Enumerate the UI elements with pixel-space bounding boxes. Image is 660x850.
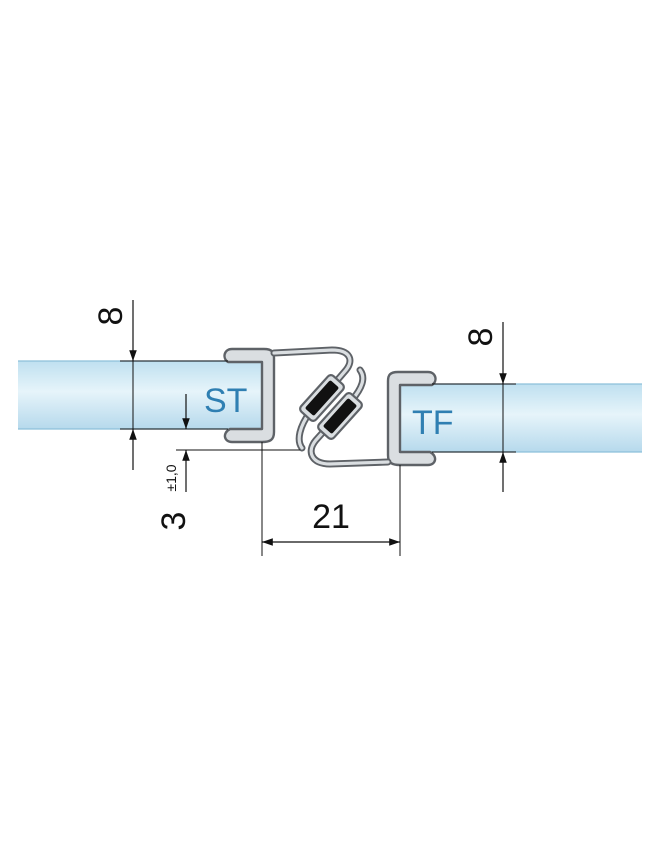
label-tf: TF (412, 404, 454, 442)
left-seal-profile (223, 346, 354, 452)
dimension-width-21: 21 (312, 498, 350, 536)
dimension-offset-value: 3 (155, 512, 193, 531)
dimension-left-glass-thickness: 8 (92, 300, 228, 470)
dimension-left-8: 8 (92, 307, 130, 326)
label-st: ST (204, 382, 247, 420)
dimension-right-glass-thickness: 8 (432, 322, 516, 492)
magnet-assembly (299, 374, 363, 440)
dimension-right-8: 8 (462, 328, 500, 347)
dimension-overall-width: 21 (261, 442, 401, 556)
right-glass-panel (400, 383, 642, 453)
dimension-offset: 3 ±1,0 (155, 394, 300, 530)
dimension-offset-tolerance: ±1,0 (163, 464, 179, 491)
right-seal-profile (307, 366, 437, 468)
